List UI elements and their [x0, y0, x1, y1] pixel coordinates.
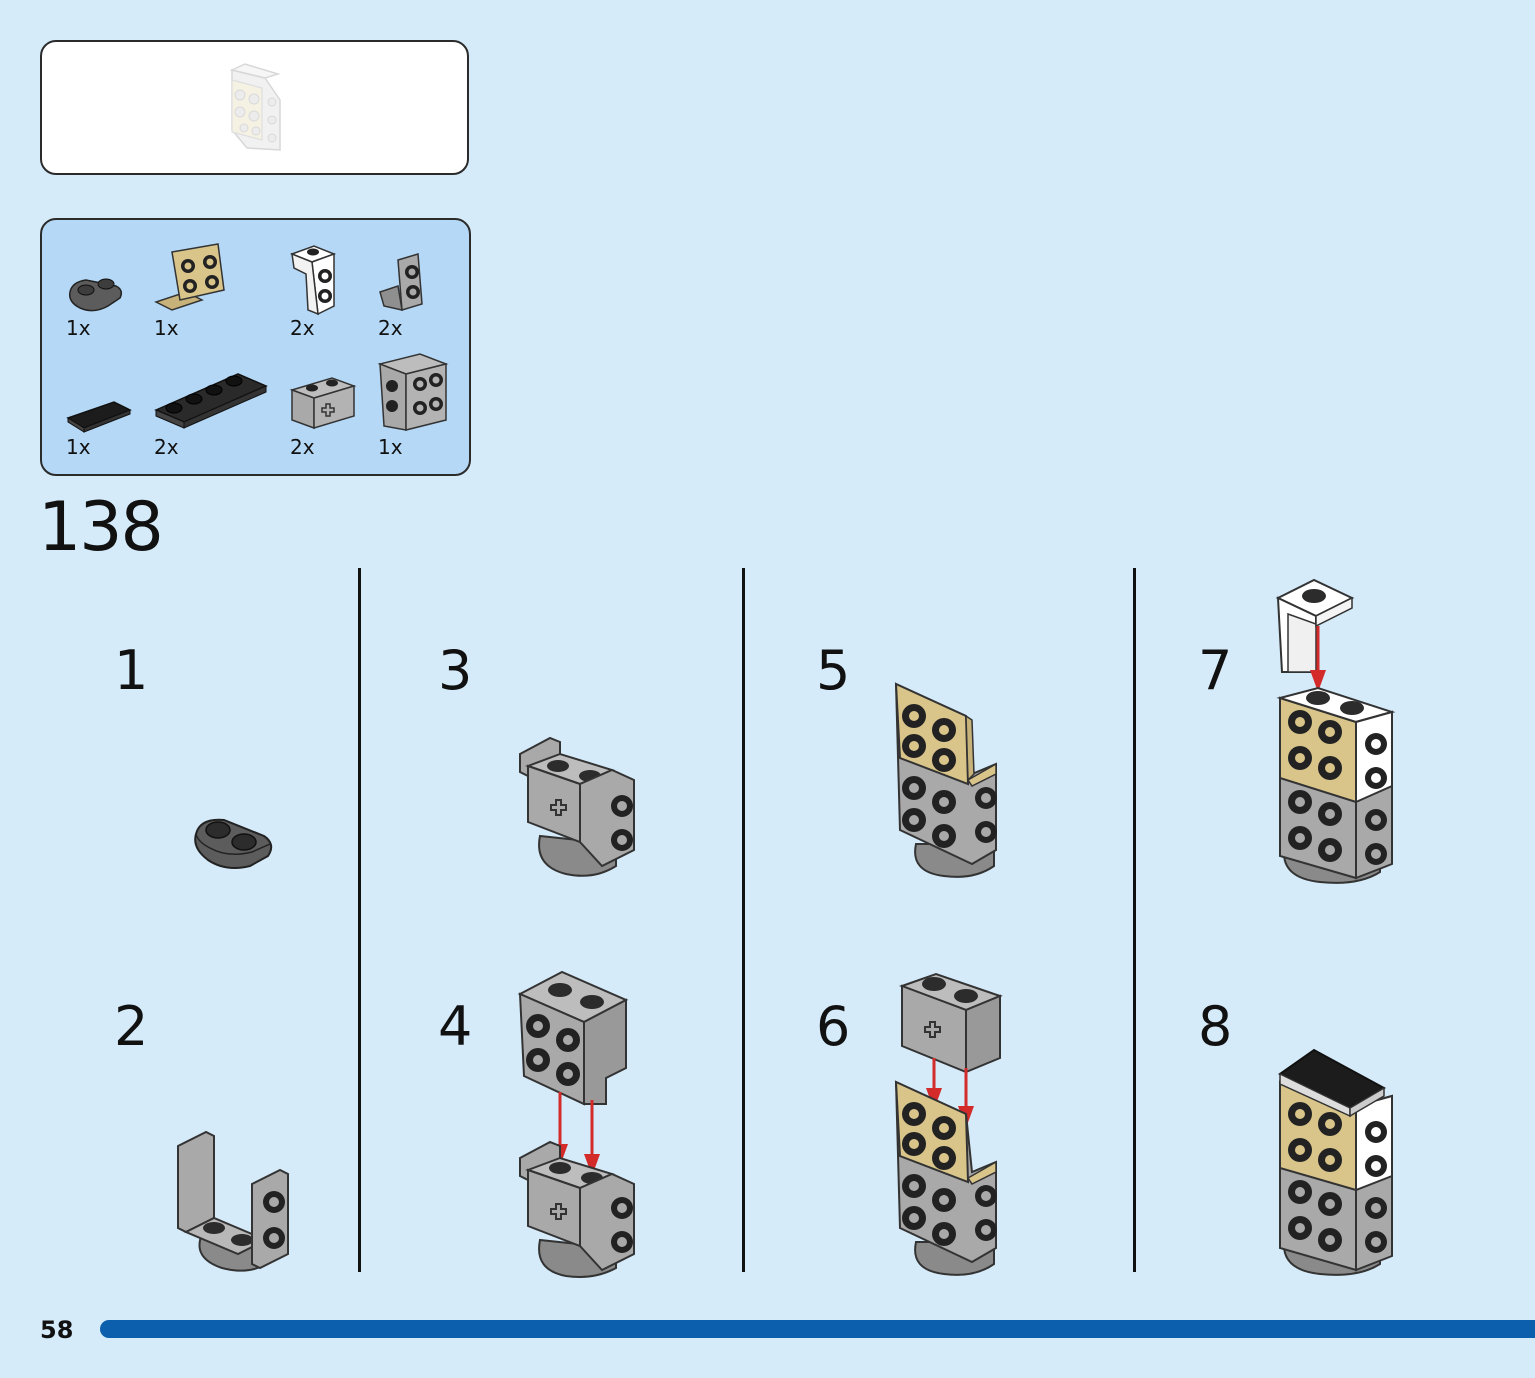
column-divider — [1133, 568, 1136, 1272]
submodel-preview-box — [40, 40, 469, 175]
substep-number-6: 6 — [816, 995, 851, 1058]
column-divider — [358, 568, 361, 1272]
part-plate-black-long — [154, 373, 268, 429]
substep-number-8: 8 — [1198, 995, 1233, 1058]
substep-1-illustration — [194, 818, 273, 869]
column-divider — [742, 568, 745, 1272]
substep-8-illustration — [1278, 1048, 1393, 1276]
parts-list-panel: 1x 1x 2x 2x 1x 2x — [40, 218, 471, 476]
part-qty: 1x — [378, 435, 403, 459]
substep-2-illustration — [177, 1130, 289, 1272]
progress-bar — [100, 1320, 1535, 1338]
substep-3-illustration — [519, 736, 635, 877]
part-qty: 1x — [66, 435, 91, 459]
part-qty: 1x — [154, 316, 179, 340]
part-plate-rounded-dark-gray — [68, 278, 123, 312]
part-bracket-gray — [379, 253, 423, 311]
substep-number-5: 5 — [816, 639, 851, 702]
submodel-preview-image — [229, 63, 281, 151]
step-number: 138 — [38, 488, 164, 567]
substep-number-2: 2 — [114, 995, 149, 1058]
part-bracket-tan — [154, 243, 225, 311]
substep-6-illustration — [894, 972, 1003, 1276]
substep-number-3: 3 — [438, 639, 473, 702]
substep-5-illustration — [894, 682, 997, 878]
substep-number-1: 1 — [114, 639, 149, 702]
part-tile-black — [66, 401, 132, 433]
part-qty: 2x — [290, 316, 315, 340]
substep-number-7: 7 — [1198, 639, 1233, 702]
substep-4-illustration — [517, 970, 635, 1278]
substep-number-4: 4 — [438, 995, 473, 1058]
substep-7-illustration — [1275, 578, 1396, 884]
part-qty: 1x — [66, 316, 91, 340]
page-number: 58 — [40, 1316, 74, 1344]
part-qty: 2x — [290, 435, 315, 459]
part-brick-axle-gray — [289, 377, 357, 430]
part-qty: 2x — [154, 435, 179, 459]
part-bracket-white — [289, 245, 337, 316]
part-bracket-gray-large — [377, 353, 449, 431]
part-qty: 2x — [378, 316, 403, 340]
